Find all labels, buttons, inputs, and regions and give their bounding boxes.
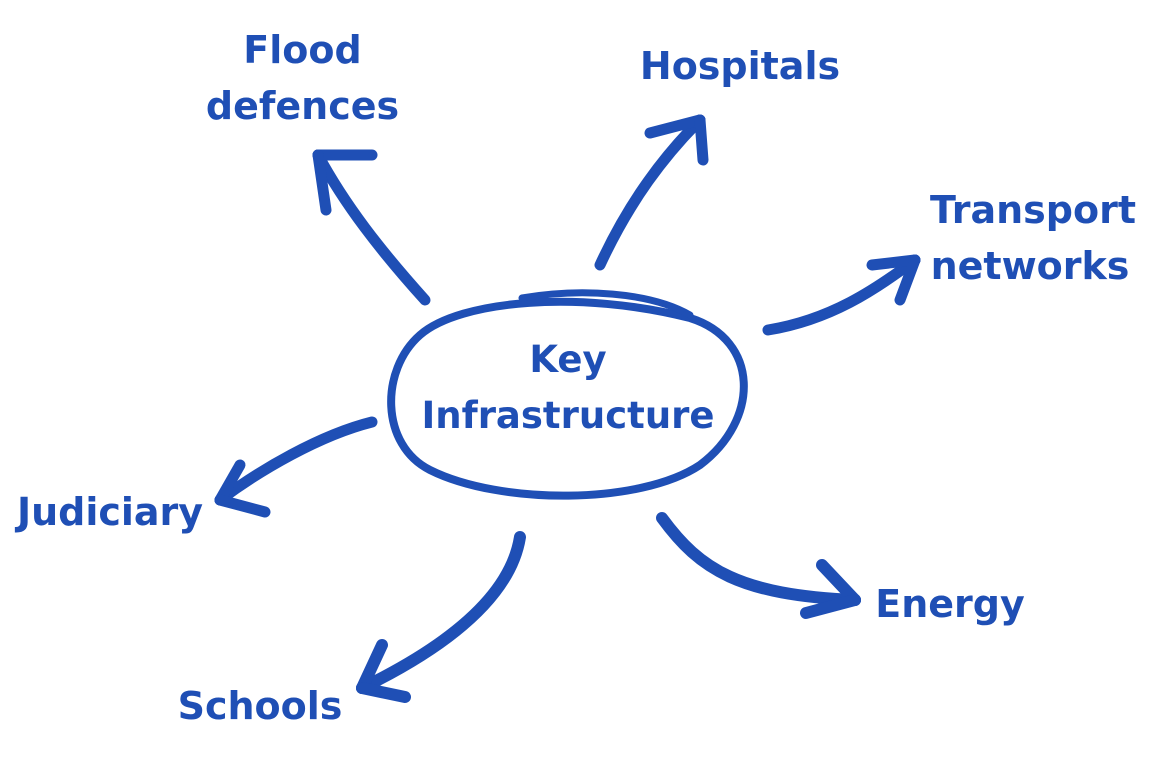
node-transport-networks-line-2: networks (930, 244, 1130, 288)
node-judiciary-text: Judiciary (16, 490, 204, 534)
center-topic-line-2: Infrastructure (421, 394, 715, 437)
node-hospitals: Hospitals (630, 38, 850, 94)
arrow-to-schools (356, 531, 526, 703)
node-hospitals-text: Hospitals (639, 44, 841, 88)
node-judiciary: Judiciary (10, 484, 210, 540)
center-ellipse (387, 289, 748, 500)
arrow-to-flood-defences (312, 149, 431, 306)
center-topic-line-1: Key (529, 338, 607, 381)
center-topic-label: Key Infrastructure (418, 332, 718, 444)
node-transport-networks: Transport networks (930, 182, 1137, 294)
node-flood-defences-line-1: Flood (243, 28, 362, 72)
arrow-to-transport-networks (762, 254, 921, 336)
node-schools: Schools (165, 678, 355, 734)
node-energy: Energy (865, 576, 1035, 632)
node-flood-defences-line-2: defences (205, 84, 400, 128)
node-flood-defences: Flood defences (200, 22, 405, 134)
arrow-to-hospitals (594, 114, 709, 271)
arrow-to-energy (656, 512, 861, 619)
arrow-to-judiciary (214, 416, 378, 518)
node-schools-text: Schools (177, 684, 343, 728)
node-transport-networks-line-1: Transport (930, 188, 1137, 232)
node-energy-text: Energy (875, 582, 1025, 626)
